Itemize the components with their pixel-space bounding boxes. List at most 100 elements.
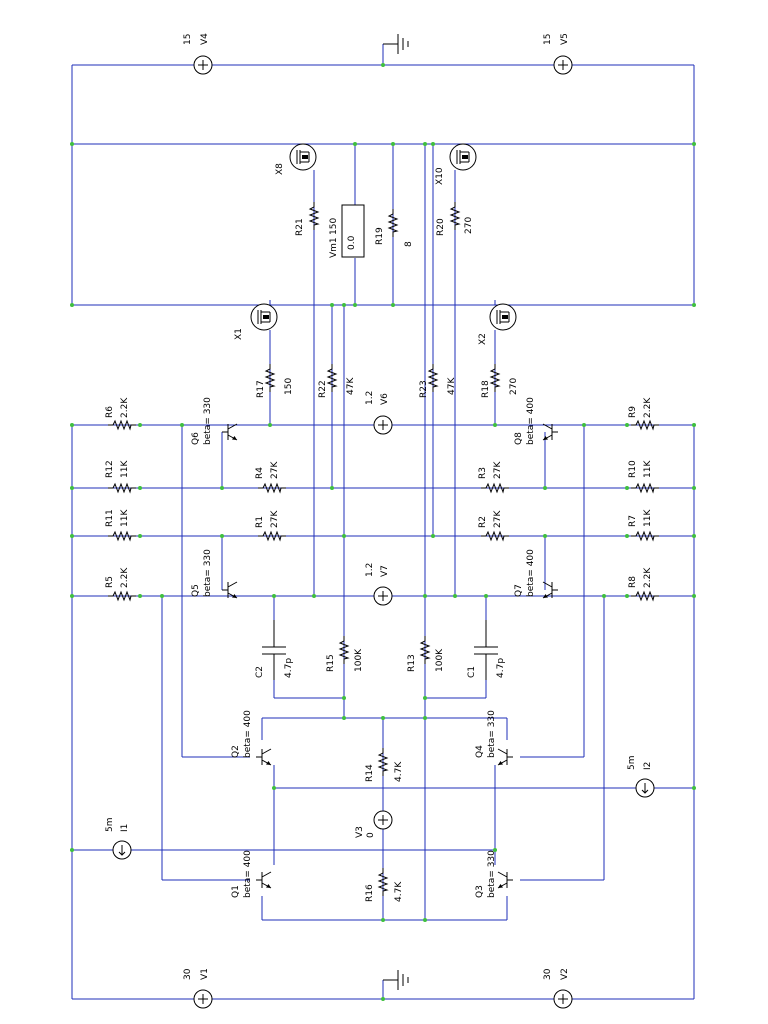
resistor-r15[interactable]: R15 100K xyxy=(326,635,364,672)
svg-text:Vm1: Vm1 xyxy=(329,237,339,258)
capacitor-c2[interactable]: C2 4.7p xyxy=(255,620,294,680)
resistor-r17[interactable]: R17 150 xyxy=(256,363,294,398)
svg-text:C2: C2 xyxy=(255,666,265,678)
svg-text:R12: R12 xyxy=(105,460,115,478)
svg-text:8: 8 xyxy=(404,241,414,247)
svg-text:R8: R8 xyxy=(628,576,638,588)
svg-text:15: 15 xyxy=(543,34,553,45)
svg-text:V6: V6 xyxy=(380,393,390,405)
svg-text:47K: 47K xyxy=(346,377,356,395)
ground-bottom xyxy=(383,970,409,990)
svg-text:270: 270 xyxy=(464,217,474,234)
svg-text:4.7p: 4.7p xyxy=(284,658,294,678)
svg-text:R14: R14 xyxy=(365,764,375,782)
resistor-r7[interactable]: R7 11K xyxy=(628,509,660,541)
resistor-r18[interactable]: R18 270 xyxy=(481,363,519,398)
capacitor-c1[interactable]: C1 4.7p xyxy=(467,620,506,680)
source-v3[interactable]: V3 0 xyxy=(355,810,393,838)
svg-text:4.7K: 4.7K xyxy=(394,761,404,782)
transistor-q6[interactable]: Q6 beta= 330 xyxy=(191,397,238,445)
svg-text:X1: X1 xyxy=(234,328,244,340)
svg-text:R6: R6 xyxy=(105,406,115,418)
svg-text:R4: R4 xyxy=(255,467,265,479)
svg-text:R22: R22 xyxy=(318,380,328,398)
svg-text:R17: R17 xyxy=(256,380,266,398)
svg-text:11K: 11K xyxy=(120,509,130,527)
resistor-r9[interactable]: R9 2.2K xyxy=(628,397,660,430)
source-i1[interactable]: 5m I1 xyxy=(105,818,132,860)
mosfet-x2[interactable]: X2 xyxy=(478,303,517,345)
transistor-q8[interactable]: Q8 beta= 400 xyxy=(514,397,559,445)
resistor-r2[interactable]: R2 27K xyxy=(478,510,510,541)
svg-text:150: 150 xyxy=(329,218,339,235)
transistor-q1[interactable]: Q1 beta= 400 xyxy=(231,850,272,898)
resistor-r10[interactable]: R10 11K xyxy=(628,460,660,493)
resistor-r22[interactable]: R22 47K xyxy=(318,363,356,398)
svg-text:11K: 11K xyxy=(120,460,130,478)
svg-text:30: 30 xyxy=(543,968,553,980)
svg-text:Q3: Q3 xyxy=(475,885,485,898)
svg-text:C1: C1 xyxy=(467,666,477,678)
svg-text:R9: R9 xyxy=(628,406,638,418)
svg-text:R21: R21 xyxy=(295,218,305,236)
mosfet-x1[interactable]: X1 xyxy=(234,303,278,340)
resistor-r11[interactable]: R11 11K xyxy=(105,509,137,541)
resistor-r12[interactable]: R12 11K xyxy=(105,460,137,493)
junction-nodes xyxy=(70,63,696,1001)
svg-text:V2: V2 xyxy=(560,968,570,980)
source-v1[interactable]: 30 V1 xyxy=(183,968,213,1009)
resistor-r8[interactable]: R8 2.2K xyxy=(628,567,660,601)
resistor-r16[interactable]: R16 4.7K xyxy=(365,867,404,902)
svg-text:150: 150 xyxy=(284,378,294,395)
svg-text:R2: R2 xyxy=(478,516,488,528)
transistor-q2[interactable]: Q2 beta= 400 xyxy=(231,710,272,766)
wires xyxy=(71,44,695,1000)
resistor-r23[interactable]: R23 47K xyxy=(419,363,457,398)
svg-text:2.2K: 2.2K xyxy=(120,397,130,418)
svg-text:X2: X2 xyxy=(478,333,488,345)
transistor-q4[interactable]: Q4 beta= 330 xyxy=(475,710,514,766)
svg-text:Q2: Q2 xyxy=(231,745,241,758)
source-v6[interactable]: 1.2 V6 xyxy=(365,391,393,435)
source-v2[interactable]: 30 V2 xyxy=(543,968,573,1009)
resistor-r14[interactable]: R14 4.7K xyxy=(365,747,404,782)
svg-text:V5: V5 xyxy=(560,33,570,45)
source-i2[interactable]: 5m I2 xyxy=(627,756,655,798)
svg-text:30: 30 xyxy=(183,968,193,980)
resistor-r4[interactable]: R4 27K xyxy=(255,461,287,493)
resistor-r5[interactable]: R5 2.2K xyxy=(105,567,137,601)
resistor-r1[interactable]: R1 27K xyxy=(255,510,287,541)
svg-text:X10: X10 xyxy=(435,167,445,185)
resistor-r21[interactable]: R21 xyxy=(295,201,319,236)
svg-text:V4: V4 xyxy=(200,33,210,45)
source-v4[interactable]: 15 V4 xyxy=(183,33,213,75)
resistor-r6[interactable]: R6 2.2K xyxy=(105,397,137,430)
voltmeter-vm1[interactable]: Vm1 150 0.0 xyxy=(329,204,365,258)
resistor-r13[interactable]: R13 100K xyxy=(407,635,445,672)
svg-text:Q6: Q6 xyxy=(191,432,201,445)
svg-text:beta= 330: beta= 330 xyxy=(487,710,497,758)
source-v7[interactable]: 1.2 V7 xyxy=(365,563,393,606)
svg-text:beta= 330: beta= 330 xyxy=(203,549,213,597)
svg-text:1.2: 1.2 xyxy=(365,563,375,577)
source-v5[interactable]: 15 V5 xyxy=(543,33,573,75)
resistor-r20[interactable]: R20 270 xyxy=(436,201,474,236)
svg-text:0.0: 0.0 xyxy=(347,235,357,250)
svg-text:I1: I1 xyxy=(120,824,130,832)
svg-text:270: 270 xyxy=(509,378,519,395)
svg-text:27K: 27K xyxy=(270,461,280,479)
svg-text:47K: 47K xyxy=(447,377,457,395)
svg-text:R18: R18 xyxy=(481,380,491,398)
mosfet-x10[interactable]: X10 xyxy=(435,143,477,185)
resistor-r3[interactable]: R3 27K xyxy=(478,461,510,493)
transistor-q5[interactable]: Q5 beta= 330 xyxy=(191,549,238,599)
svg-text:5m: 5m xyxy=(105,818,115,833)
svg-text:27K: 27K xyxy=(270,510,280,528)
transistor-q3[interactable]: Q3 beta= 330 xyxy=(475,850,514,898)
svg-text:27K: 27K xyxy=(493,461,503,479)
transistor-q7[interactable]: Q7 beta= 400 xyxy=(514,549,559,599)
mosfet-x8[interactable]: X8 xyxy=(275,143,317,175)
svg-text:15: 15 xyxy=(183,34,193,45)
resistor-r19[interactable]: R19 8 xyxy=(375,208,414,247)
